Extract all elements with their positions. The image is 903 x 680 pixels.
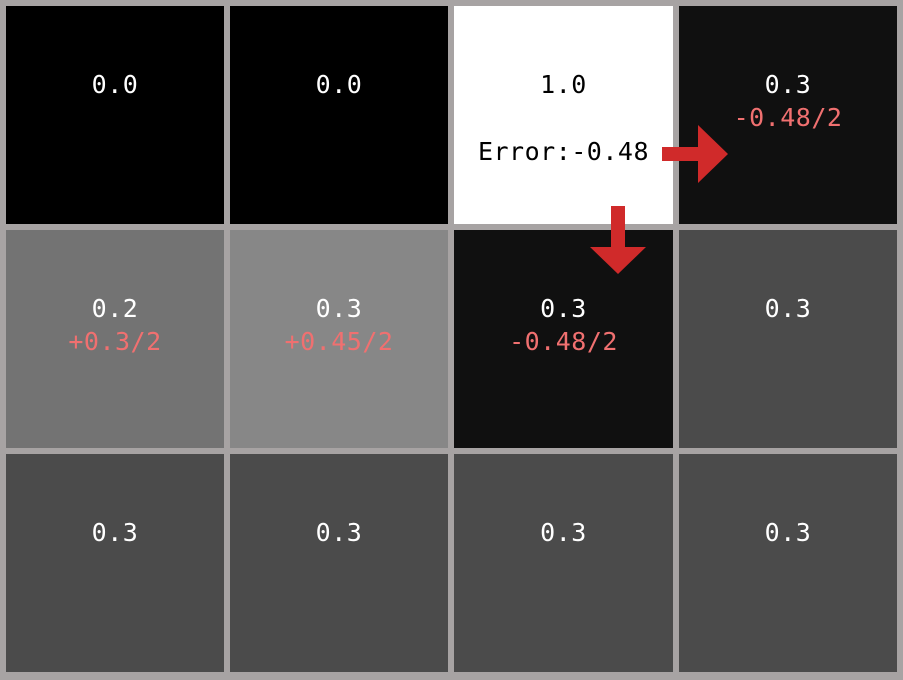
cell-value: 0.3 xyxy=(315,518,363,547)
cell-value: 0.2 xyxy=(91,294,139,323)
cell-value: 0.3 xyxy=(91,518,139,547)
grid-cell-r3-c2: 0.3 xyxy=(230,454,448,672)
grid-cell-r1-c2: 0.0 xyxy=(230,6,448,224)
cell-value: 0.0 xyxy=(91,70,139,99)
cell-value: 0.3 xyxy=(764,70,812,99)
cell-error-share: -0.48/2 xyxy=(509,327,618,356)
cell-error-share: -0.48/2 xyxy=(733,103,843,132)
grid-cell-r3-c4: 0.3 xyxy=(679,454,897,672)
cell-error-label: Error:-0.48 xyxy=(477,137,650,166)
grid-cell-r1-c1: 0.0 xyxy=(6,6,224,224)
grid-cell-r3-c3: 0.3 xyxy=(454,454,673,672)
grid-cell-r2-c3: 0.3 -0.48/2 xyxy=(454,230,673,448)
grid-cell-r2-c2: 0.3 +0.45/2 xyxy=(230,230,448,448)
grid-cell-r2-c1: 0.2 +0.3/2 xyxy=(6,230,224,448)
cell-value: 0.3 xyxy=(315,294,363,323)
cell-error-share: +0.45/2 xyxy=(284,327,394,356)
cell-value: 1.0 xyxy=(540,70,587,99)
cell-value: 0.0 xyxy=(315,70,363,99)
cell-value: 0.3 xyxy=(764,294,812,323)
cell-value: 0.3 xyxy=(764,518,812,547)
cell-value: 0.3 xyxy=(540,294,587,323)
grid-cell-r2-c4: 0.3 xyxy=(679,230,897,448)
cell-error-share: +0.3/2 xyxy=(68,327,162,356)
cell-value: 0.3 xyxy=(540,518,587,547)
grid-cell-r3-c1: 0.3 xyxy=(6,454,224,672)
grid-cell-r1-c4: 0.3 -0.48/2 xyxy=(679,6,897,224)
